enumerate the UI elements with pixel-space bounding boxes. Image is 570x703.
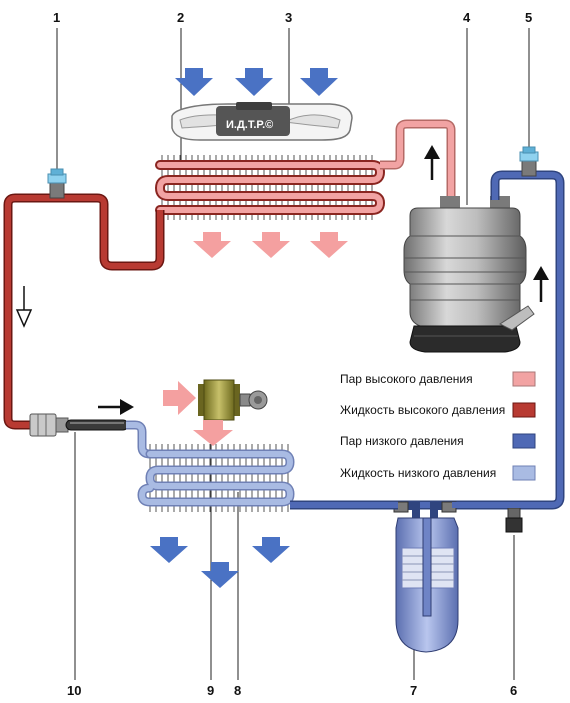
compressor-icon [403,196,535,353]
legend-swatch-1 [512,402,536,418]
legend-swatch-2 [512,433,536,449]
legend-swatch-3 [512,465,536,481]
service-valve-icon [47,168,67,199]
legend-label-0: Пар высокого давления [340,372,473,386]
callout-6: 6 [510,683,517,698]
air-out-arrows-evaporator [163,381,233,446]
air-in-arrows-top [175,68,338,96]
legend-label-1: Жидкость высокого давления [340,403,505,417]
callout-8: 8 [234,683,241,698]
condenser-coil [154,160,386,215]
service-valve-icon [519,146,539,177]
callout-9: 9 [207,683,214,698]
expansion-fitting-icon [29,413,129,437]
callout-leaders [56,28,530,680]
callout-2: 2 [177,10,184,25]
legend-label-3: Жидкость низкого давления [340,466,496,480]
callout-1: 1 [53,10,60,25]
callout-7: 7 [410,683,417,698]
legend-label-2: Пар низкого давления [340,434,464,448]
fan-badge: И.Д.Т.Р.© [226,119,273,131]
flow-arrow-icon [98,145,549,415]
pressure-switch-icon [505,507,523,533]
callout-5: 5 [525,10,532,25]
solenoid-valve-icon [198,379,268,421]
callout-4: 4 [463,10,471,25]
legend: Пар высокого давления Жидкость высокого … [340,371,536,481]
receiver-dryer-icon [393,501,459,653]
air-out-arrows-condenser [193,232,348,258]
legend-swatch-0 [512,371,536,387]
callout-10: 10 [67,683,81,698]
flow-arrow-down-icon [15,286,33,328]
callout-3: 3 [285,10,292,25]
evaporator-coil [137,449,295,507]
air-in-arrows-evaporator [150,537,290,588]
fan-icon: И.Д.Т.Р.© [171,102,353,141]
